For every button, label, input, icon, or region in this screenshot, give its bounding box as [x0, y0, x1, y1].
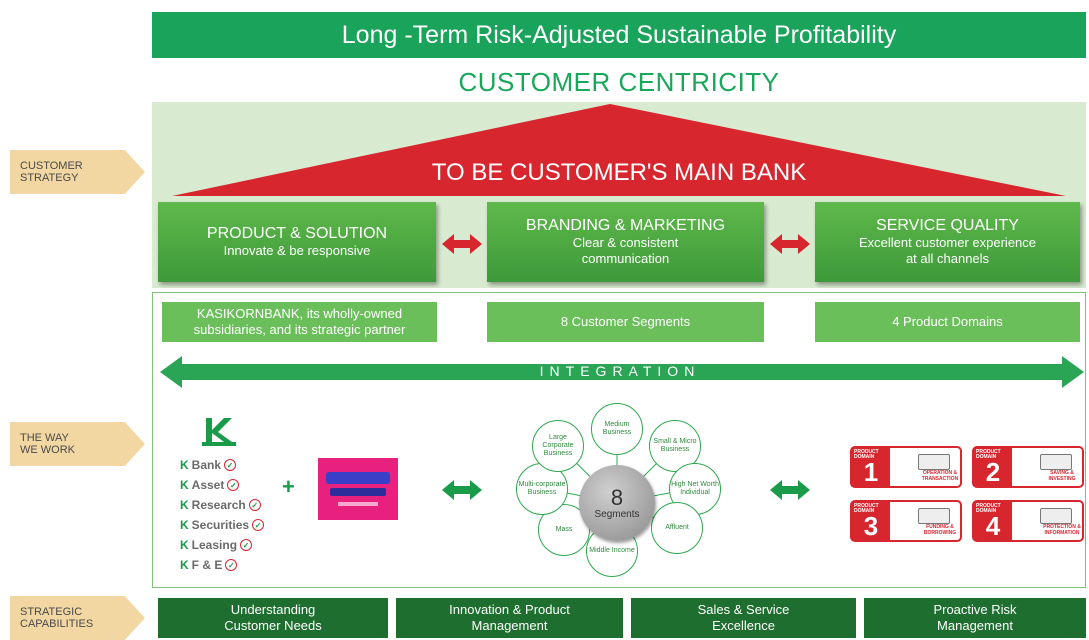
subheader-line: 8 Customer Segments — [560, 314, 691, 329]
tag-line: WE WORK — [20, 444, 75, 456]
pillar-subtitle: Clear & consistent — [572, 235, 679, 250]
tag-line: STRATEGY — [20, 172, 79, 184]
piggy-bank-icon — [1040, 454, 1072, 470]
double-arrow-icon — [442, 480, 482, 500]
pillar-title: PRODUCT & SOLUTION — [206, 225, 388, 242]
profitability-banner: Long -Term Risk-Adjusted Sustainable Pro… — [152, 12, 1086, 58]
pillar-title: BRANDING & MARKETING — [525, 217, 726, 234]
check-icon: ✓ — [248, 499, 261, 511]
segment-affluent: Affluent — [651, 502, 703, 554]
capability-line: Customer Needs — [224, 618, 322, 633]
capability-line: Proactive Risk — [933, 602, 1017, 617]
kasikorn-logo — [200, 416, 238, 446]
integration-label: INTEGRATION — [539, 363, 701, 379]
subheader-line: subsidiaries, and its strategic partner — [193, 322, 406, 337]
segments-count: 8 — [610, 484, 624, 510]
segment-large-corporate: Large Corporate Business — [532, 420, 584, 472]
transaction-icon — [918, 454, 950, 470]
tag-line: THE WAY — [20, 432, 69, 444]
capability-line: Understanding — [230, 602, 316, 617]
pillar-title: SERVICE QUALITY — [876, 217, 1019, 234]
subheader-customer-segments: 8 Customer Segments — [487, 302, 764, 342]
box-icon — [918, 508, 950, 524]
pillar-service-quality: SERVICE QUALITY Excellent customer exper… — [815, 202, 1080, 282]
pillar-branding-marketing: BRANDING & MARKETING Clear & consistent … — [487, 202, 764, 282]
subheader-line: 4 Product Domains — [892, 314, 1003, 329]
segments-hub: 8 Segments — [579, 465, 655, 541]
subheader-product-domains: 4 Product Domains — [815, 302, 1080, 342]
check-icon: ✓ — [225, 559, 238, 571]
tag-line: CUSTOMER — [20, 160, 83, 172]
roof-triangle — [172, 104, 1066, 196]
subheader-kasikornbank: KASIKORNBANK, its wholly-owned subsidiar… — [162, 302, 437, 342]
check-icon: ✓ — [227, 479, 240, 491]
pillar-subtitle: at all channels — [905, 251, 990, 266]
double-arrow-icon — [770, 234, 810, 254]
tag-line: CAPABILITIES — [20, 618, 94, 630]
pillar-product-solution: PRODUCT & SOLUTION Innovate & be respons… — [158, 202, 436, 282]
capability-line: Sales & Service — [697, 602, 790, 617]
capability-sales-service: Sales & Service Excellence — [631, 598, 856, 638]
segment-high-net-worth: High Net Worth Individual — [669, 463, 721, 515]
capability-line: Innovation & Product — [449, 602, 570, 617]
check-icon: ✓ — [240, 539, 253, 551]
pillar-subtitle: communication — [581, 251, 670, 266]
double-arrow-icon — [442, 234, 482, 254]
integration-arrow — [160, 356, 1084, 388]
plus-sign: + — [282, 474, 295, 499]
pillar-subtitle: Excellent customer experience — [858, 235, 1037, 250]
capability-line: Excellence — [712, 618, 775, 633]
partner-logo — [318, 458, 398, 520]
capability-understanding: Understanding Customer Needs — [158, 598, 388, 638]
segments-label: Segments — [594, 508, 640, 520]
capability-line: Management — [471, 618, 548, 633]
main-bank-goal: TO BE CUSTOMER'S MAIN BANK — [431, 159, 807, 186]
segment-medium-business: Medium Business — [591, 403, 643, 455]
capability-line: Management — [937, 618, 1013, 633]
check-icon: ✓ — [252, 519, 265, 531]
customer-centricity-heading: CUSTOMER CENTRICITY — [458, 66, 780, 97]
capability-risk: Proactive Risk Management — [864, 598, 1086, 638]
check-icon: ✓ — [224, 459, 237, 471]
capability-innovation: Innovation & Product Management — [396, 598, 623, 638]
tag-line: STRATEGIC — [20, 606, 83, 618]
double-arrow-icon — [770, 480, 810, 500]
subheader-line: KASIKORNBANK, its wholly-owned — [196, 306, 403, 321]
pillar-subtitle: Innovate & be responsive — [223, 243, 371, 258]
shield-icon — [1040, 508, 1072, 524]
